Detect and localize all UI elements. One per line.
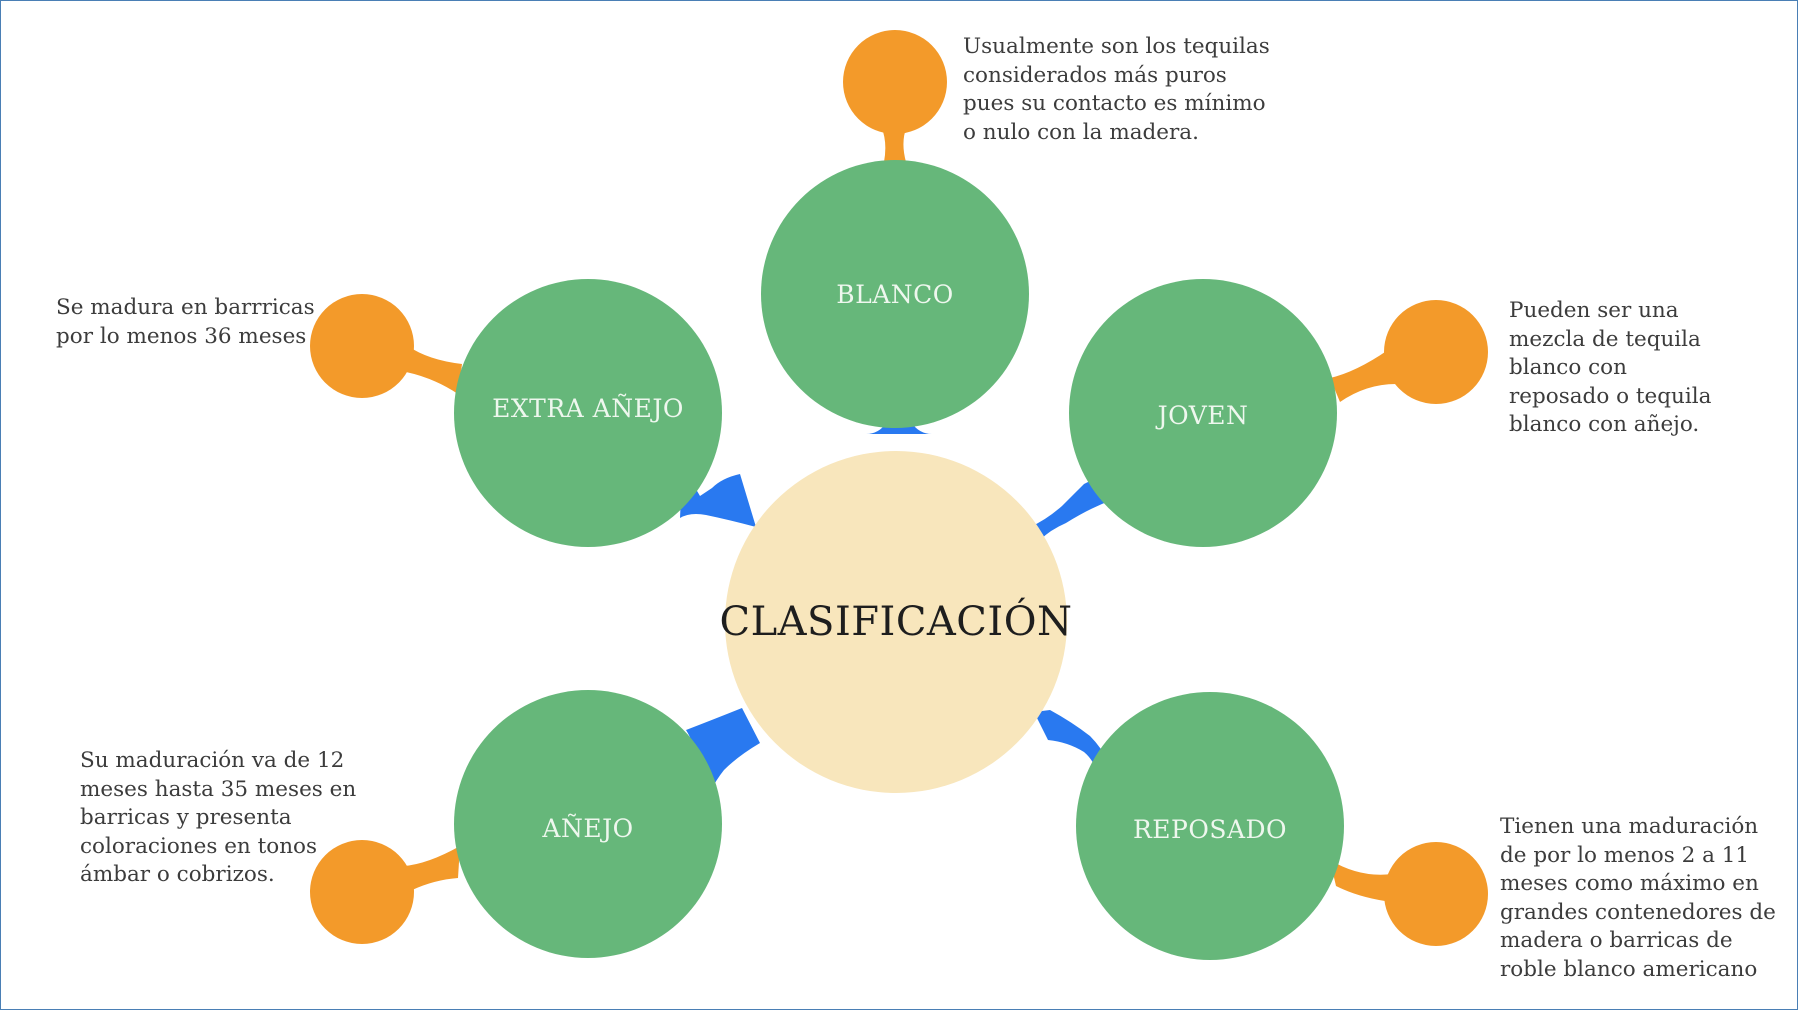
branch-node-extra-anejo	[454, 279, 722, 547]
leaf-node-joven	[1384, 300, 1488, 404]
branch-nodes	[454, 160, 1344, 960]
center-label: CLASIFICACIÓN	[719, 599, 1073, 645]
leaf-connector-joven	[1330, 350, 1396, 402]
leaf-connector-extra-anejo	[406, 346, 462, 394]
note-blanco: Usualmente son los tequilas considerados…	[963, 34, 1270, 145]
leaf-connectors	[404, 124, 1396, 902]
note-anejo: Su maduración va de 12 meses hasta 35 me…	[80, 748, 357, 887]
connector-extra-anejo	[680, 474, 756, 527]
leaf-node-blanco	[843, 30, 947, 134]
connector-joven	[1030, 472, 1112, 540]
branch-node-reposado	[1076, 692, 1344, 960]
branch-label-extra-anejo: EXTRA AÑEJO	[492, 393, 684, 423]
center-node	[725, 451, 1067, 793]
branch-node-blanco	[761, 160, 1029, 428]
leaf-node-extra-anejo	[310, 294, 414, 398]
connector-reposado	[1034, 710, 1112, 782]
leaf-nodes	[310, 30, 1488, 946]
branch-label-reposado: REPOSADO	[1132, 814, 1288, 844]
branch-label-joven: JOVEN	[1157, 400, 1249, 430]
leaf-node-anejo	[310, 840, 414, 944]
note-extra-anejo: Se madura en barrricas por lo menos 36 m…	[56, 295, 315, 349]
leaf-connector-anejo	[404, 846, 460, 892]
note-joven: Pueden ser una mezcla de tequila blanco …	[1509, 298, 1712, 437]
leaf-connector-reposado	[1330, 860, 1392, 902]
branch-node-joven	[1069, 279, 1337, 547]
branch-label-anejo: AÑEJO	[542, 813, 634, 843]
branch-label-blanco: BLANCO	[836, 279, 954, 309]
note-reposado: Tienen una maduración de por lo menos 2 …	[1500, 814, 1776, 982]
branch-node-anejo	[454, 690, 722, 958]
leaf-node-reposado	[1384, 842, 1488, 946]
